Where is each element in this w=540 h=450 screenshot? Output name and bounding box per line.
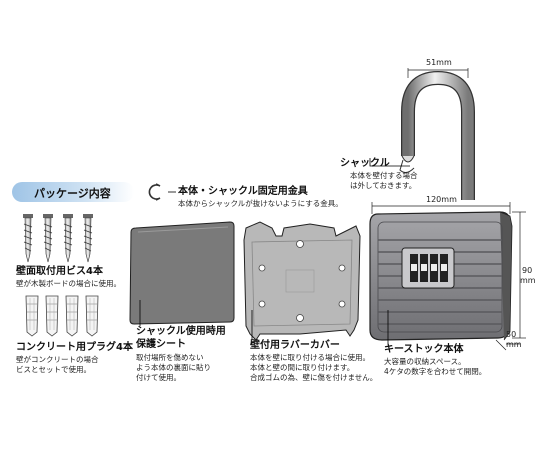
plugs-desc-line-2: ビスとセットで使用。 xyxy=(16,365,91,374)
protective-sheet-drawing xyxy=(129,221,235,325)
shackle-width-dimension: 51mm xyxy=(426,58,452,67)
body-height-dimension: 90 xyxy=(522,266,533,275)
package-contents-label: パッケージ内容 xyxy=(34,187,111,200)
plugs-desc-line-1: 壁がコンクリートの場合 xyxy=(16,355,99,364)
rubber-cover-desc-line-1: 本体を壁に取り付ける場合に使用。 xyxy=(250,353,370,362)
key-stock-desc-line-1: 大容量の収納スペース。 xyxy=(384,357,466,366)
key-stock-title: キーストック本体 xyxy=(384,344,464,355)
shackle-leader-line xyxy=(369,158,410,167)
body-width-dimension: 120mm xyxy=(426,195,457,204)
plug-icon xyxy=(65,295,79,337)
protective-sheet-title-2: 保護シート xyxy=(136,339,186,350)
screw-icon xyxy=(83,214,93,263)
plugs-title: コンクリート用プラグ4本 xyxy=(16,342,133,353)
rubber-cover-desc-line-2: 本体と壁の間に取り付けます。 xyxy=(250,363,355,372)
fixing-clip-icon xyxy=(148,183,161,201)
shackle-drawing xyxy=(399,70,475,200)
body-depth-dimension: 50 xyxy=(506,330,517,339)
plug-icon xyxy=(85,295,99,337)
rubber-cover-desc-line-3: 合成ゴムの為、壁に傷を付けません。 xyxy=(250,373,378,382)
protective-sheet-desc-line-1: 取付場所を傷めない xyxy=(136,353,204,362)
protective-sheet-desc-line-3: 付けて使用。 xyxy=(136,373,181,382)
combination-dials xyxy=(410,254,448,282)
fixing-clip-desc: 本体からシャックルが抜けないようにする金具。 xyxy=(178,199,343,208)
key-stock-body-drawing xyxy=(369,211,513,341)
fixing-clip-title: 本体・シャックル固定用金具 xyxy=(178,186,308,197)
screw-icon xyxy=(23,214,33,263)
shackle-desc-line-2: は外しておきます。 xyxy=(350,181,417,190)
body-height-unit: mm xyxy=(520,276,536,285)
plug-group xyxy=(25,295,99,337)
screw-icon xyxy=(43,214,53,263)
shackle-desc-line-1: 本体を壁付する場合 xyxy=(350,171,418,180)
protective-sheet-title: シャックル使用時用 xyxy=(136,326,226,337)
plug-icon xyxy=(25,295,39,337)
screws-desc: 壁が木製ボードの場合に使用。 xyxy=(16,279,121,288)
shackle-title: シャックル xyxy=(340,158,390,169)
screw-group xyxy=(23,214,93,263)
rubber-cover-drawing xyxy=(243,221,361,341)
package-contents-badge: パッケージ内容 xyxy=(12,182,134,202)
rubber-cover-title: 壁付用ラバーカバー xyxy=(250,340,340,351)
plug-icon xyxy=(45,295,59,337)
body-depth-unit: mm xyxy=(506,340,522,349)
key-stock-desc-line-2: 4ケタの数字を合わせて開閉。 xyxy=(384,367,487,376)
screw-icon xyxy=(63,214,73,263)
screws-title: 壁面取付用ビス4本 xyxy=(16,266,103,277)
dimension-lines xyxy=(371,68,526,351)
protective-sheet-desc-line-2: よう本体の裏面に貼り xyxy=(136,363,211,372)
